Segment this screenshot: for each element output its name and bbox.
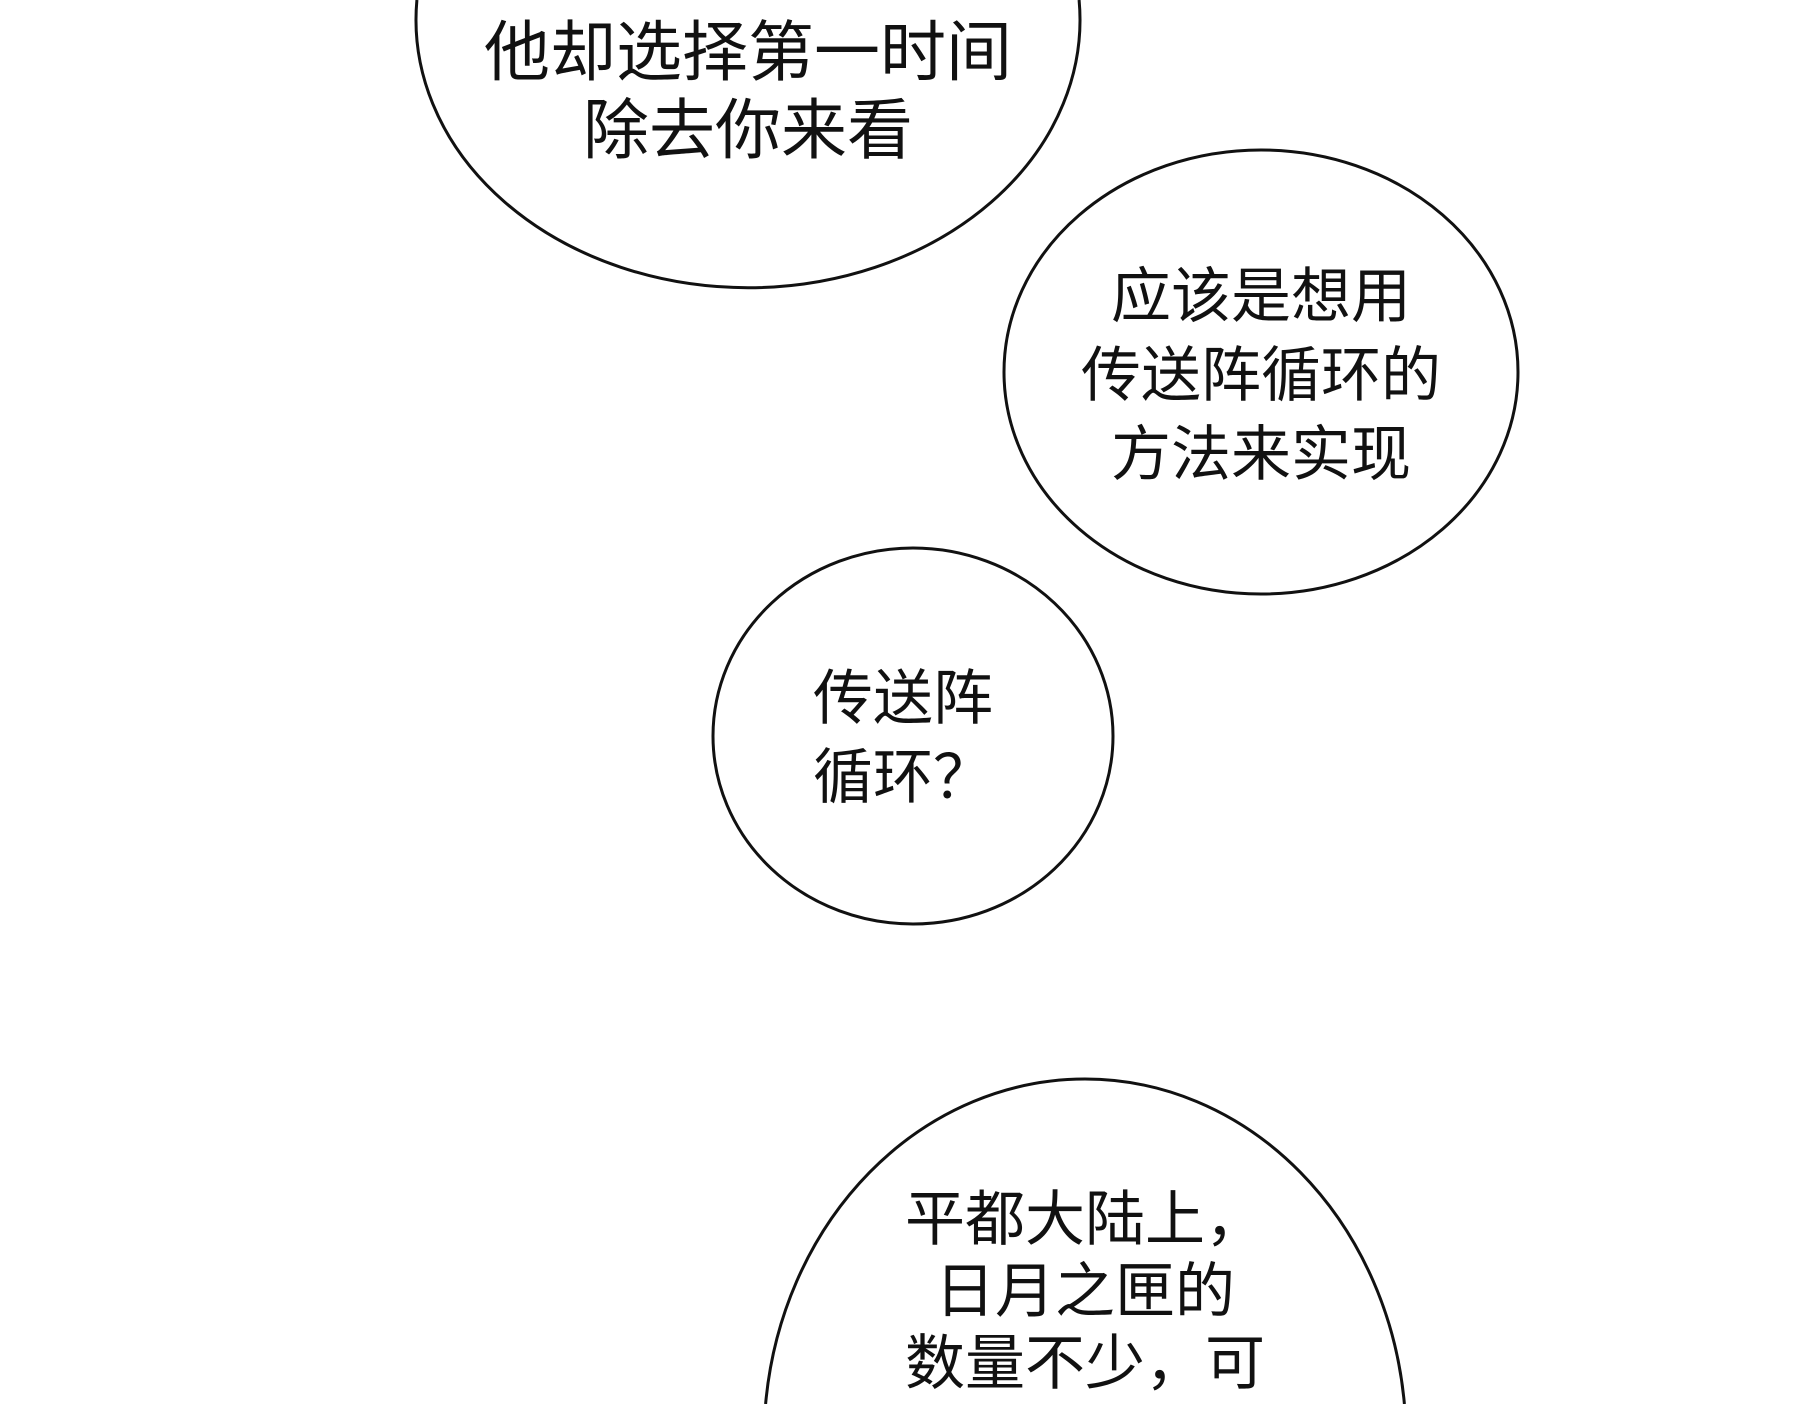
text-line: 方法来实现 <box>1111 420 1411 490</box>
text-line: 传送阵循环的 <box>1081 341 1441 411</box>
speech-bubble-4 <box>764 1077 1406 1404</box>
speech-bubble-1 <box>414 0 1082 290</box>
text-line: 应该是想用 <box>1111 262 1411 332</box>
text-line: 循环？ <box>813 743 993 813</box>
bubble-3-text: 传送阵 循环？ <box>713 660 1113 818</box>
text-line: 传送阵 <box>813 664 993 734</box>
text-line: 他却选择第一时间 <box>484 14 1012 91</box>
text-line: 平都大陆上， <box>905 1185 1265 1255</box>
text-line: 数量不少，可 <box>905 1329 1265 1399</box>
bubble-2-text: 应该是想用 传送阵循环的 方法来实现 <box>1004 258 1518 495</box>
text-line: 日月之匣的 <box>935 1257 1235 1327</box>
bubble-4-text: 平都大陆上， 日月之匣的 数量不少，可 <box>764 1184 1406 1400</box>
speech-bubble-3 <box>711 546 1115 926</box>
bubble-1-text: 他却选择第一时间 除去你来看 <box>418 14 1078 170</box>
speech-bubble-2 <box>1002 148 1520 596</box>
text-line: 除去你来看 <box>583 92 913 169</box>
